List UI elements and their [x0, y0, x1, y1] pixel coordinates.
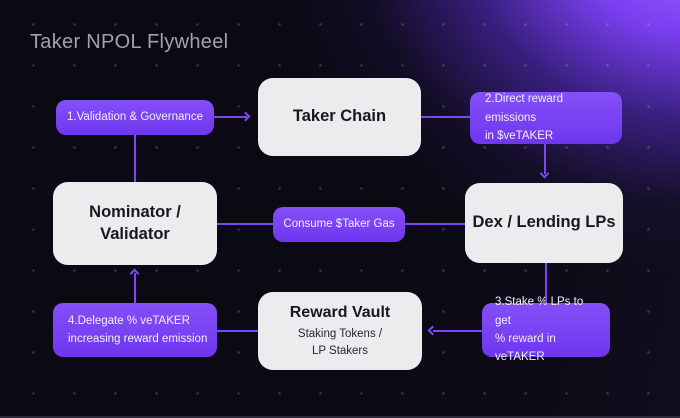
node-dex-lending-lps: Dex / Lending LPs — [465, 183, 623, 263]
step-3-label-line2: % reward in veTAKER — [495, 333, 556, 364]
arrowhead-left-icon — [427, 325, 438, 336]
arrowhead-down-icon — [539, 168, 550, 179]
step-4-delegate-vetaker: 4.Delegate % veTAKER increasing reward e… — [53, 303, 217, 357]
connector-step1-to-taker-chain — [214, 116, 247, 118]
connector-taker-chain-to-step2 — [421, 116, 470, 118]
arrowhead-up-icon — [129, 268, 140, 279]
step-4-label-line2: increasing reward emission — [68, 333, 208, 345]
node-reward-vault: Reward Vault Staking Tokens / LP Stakers — [258, 292, 422, 370]
node-taker-chain: Taker Chain — [258, 78, 421, 156]
reward-vault-sub-line1: Staking Tokens / — [297, 327, 383, 340]
step-1-label: 1.Validation & Governance — [67, 111, 203, 124]
consume-taker-gas-label: Consume $Taker Gas — [273, 207, 405, 242]
taker-chain-label: Taker Chain — [292, 107, 387, 126]
dex-lending-label: Dex / Lending LPs — [472, 213, 616, 232]
step-2-label-line1: 2.Direct reward emissions — [485, 93, 563, 124]
connector-nominator-to-consume — [217, 223, 273, 225]
step-3-stake-lps: 3.Stake % LPs to get % reward in veTAKER — [482, 296, 610, 363]
connector-consume-to-dex — [405, 223, 465, 225]
step-4-label-line1: 4.Delegate % veTAKER — [68, 314, 190, 327]
connector-step4-to-nominator — [134, 273, 136, 303]
node-nominator-validator: Nominator / Validator — [53, 182, 217, 265]
connector-reward-vault-to-step4 — [217, 330, 258, 332]
reward-vault-title: Reward Vault — [289, 303, 391, 321]
step-2-direct-reward-emissions: 2.Direct reward emissions in $veTAKER — [470, 92, 622, 144]
nominator-label-line1: Nominator / — [89, 202, 181, 221]
page-title: Taker NPOL Flywheel — [30, 31, 229, 53]
connector-step3-to-reward-vault — [433, 330, 482, 332]
nominator-label-line2: Validator — [100, 224, 170, 243]
connector-dex-to-step3 — [545, 263, 547, 303]
connector-step1-to-nominator — [134, 135, 136, 182]
connector-step2-to-dex — [544, 144, 546, 174]
reward-vault-sub-line2: LP Stakers — [311, 345, 369, 358]
step-2-label-line2: in $veTAKER — [485, 130, 554, 143]
arrowhead-right-icon — [240, 111, 251, 122]
step-1-validation-governance: 1.Validation & Governance — [56, 100, 214, 135]
consume-gas-text: Consume $Taker Gas — [283, 218, 395, 231]
step-3-label-line1: 3.Stake % LPs to get — [495, 296, 584, 327]
